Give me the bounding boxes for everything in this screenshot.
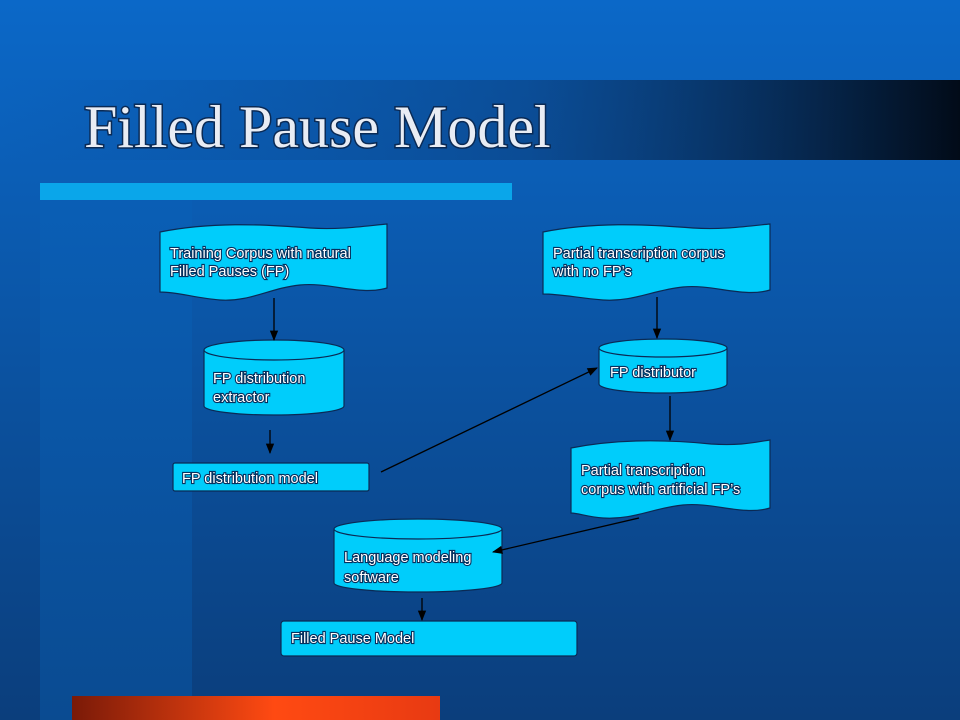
cylinder-shape xyxy=(598,348,728,394)
arrow-model-to-distributor xyxy=(380,367,598,473)
accent-bar xyxy=(40,183,512,200)
partial-artificial-line1: Partial transcription xyxy=(581,463,705,479)
fp-model-node: FP distribution model xyxy=(172,462,370,492)
bottom-accent-bar xyxy=(72,696,440,720)
filled-pause-model-label: Filled Pause Model xyxy=(291,631,414,647)
cylinder-top xyxy=(598,338,728,358)
fp-distributor-node: FP distributor xyxy=(598,338,728,394)
cylinder-shape xyxy=(203,350,345,416)
partial-corpus-line2: with no FP’s xyxy=(552,264,632,280)
fp-extractor-line1: FP distribution xyxy=(213,371,305,387)
lm-software-node: Language modeling software xyxy=(333,518,503,593)
training-corpus-line1: Training Corpus with natural xyxy=(170,246,351,262)
document-shape xyxy=(570,439,771,519)
lm-software-line2: software xyxy=(344,570,399,586)
training-corpus-line2: Filled Pauses (FP) xyxy=(170,264,289,280)
arrow-artificial-to-lm xyxy=(491,517,640,554)
process-box xyxy=(280,620,578,657)
training-corpus-node: Training Corpus with natural Filled Paus… xyxy=(159,223,388,301)
lm-software-line1: Language modeling xyxy=(344,550,471,566)
cylinder-top xyxy=(203,339,345,361)
fp-extractor-node: FP distribution extractor xyxy=(203,339,345,416)
slide-title: Filled Pause Model xyxy=(84,94,551,160)
partial-corpus-line1: Partial transcription corpus xyxy=(553,246,725,262)
cylinder-top xyxy=(333,518,503,540)
document-shape xyxy=(159,223,388,301)
partial-artificial-line2: corpus with artificial FP’s xyxy=(581,482,740,498)
cylinder-shape xyxy=(333,529,503,593)
filled-pause-model-node: Filled Pause Model xyxy=(280,620,578,657)
fp-distributor-label: FP distributor xyxy=(610,365,696,381)
fp-model-label: FP distribution model xyxy=(182,471,318,487)
process-box xyxy=(172,462,370,492)
partial-artificial-node: Partial transcription corpus with artifi… xyxy=(570,439,771,519)
title-band xyxy=(0,80,960,160)
document-shape xyxy=(542,223,771,301)
partial-corpus-node: Partial transcription corpus with no FP’… xyxy=(542,223,771,301)
fp-extractor-line2: extractor xyxy=(213,390,270,406)
